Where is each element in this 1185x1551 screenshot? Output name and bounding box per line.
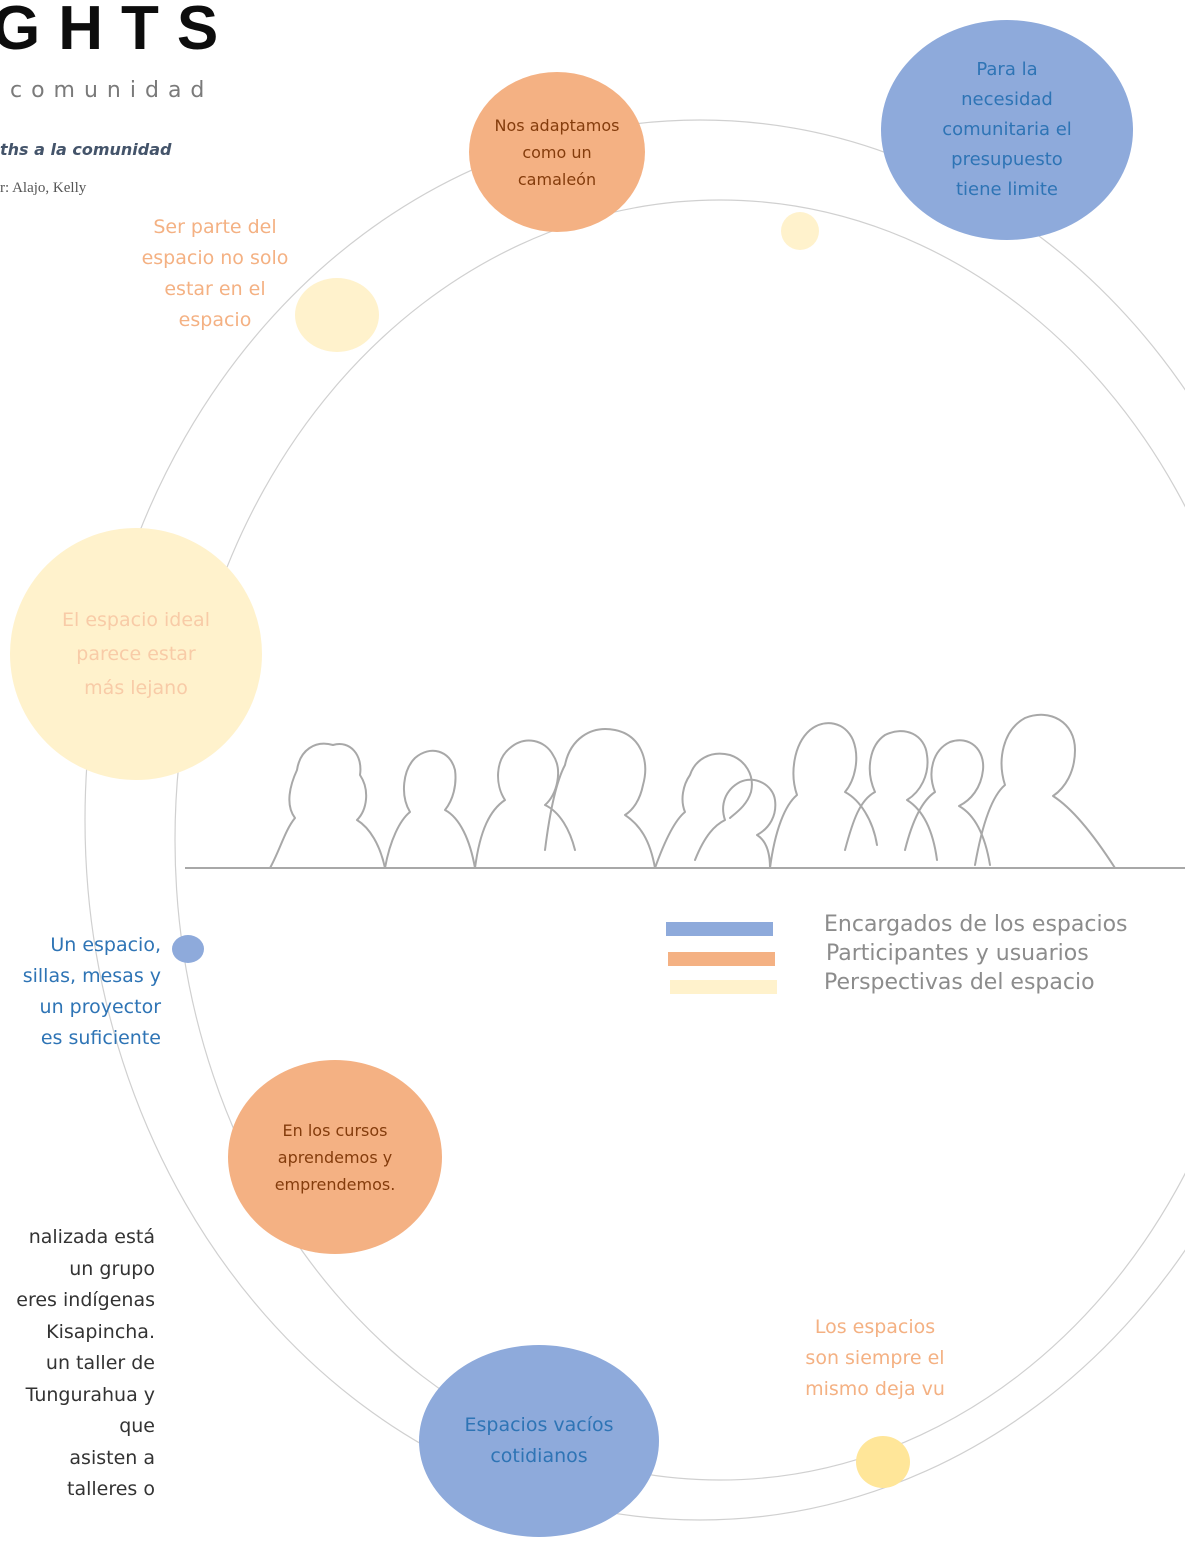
body-paragraph: nalizada está un grupo eres indígenas Ki…: [0, 1222, 155, 1506]
body-line: nalizada está: [28, 1226, 155, 1248]
quote-circle-espacio-ideal: El espacio ideal parece estar más lejano: [10, 528, 262, 780]
page-title: GHTS: [0, 0, 237, 63]
body-line: un grupo: [69, 1257, 155, 1280]
section-subhead: ths a la comunidad: [0, 140, 172, 159]
quote-circle-adaptamos: Nos adaptamos como un camaleón: [469, 72, 645, 232]
quote-text-adaptamos: Nos adaptamos como un camaleón: [494, 115, 620, 189]
page-subtitle: comunidad: [10, 78, 214, 103]
body-line: un taller de: [45, 1352, 155, 1374]
legend-label-perspectivas: Perspectivas del espacio: [824, 970, 1095, 995]
body-line: Kisapincha.: [46, 1320, 155, 1343]
quote-circle-presupuesto: Para la necesidad comunitaria el presupu…: [881, 20, 1133, 240]
body-line: talleres o: [67, 1478, 155, 1500]
dot-small-top: [781, 212, 819, 250]
quote-text-ser-parte: Ser parte del espacio no solo estar en e…: [141, 216, 289, 331]
legend-swatch-perspectivas: [670, 980, 777, 994]
quote-circle-cursos: En los cursos aprendemos y emprendemos.: [228, 1060, 442, 1254]
legend-label-encargados: Encargados de los espacios: [824, 912, 1128, 937]
quote-text-presupuesto: Para la necesidad comunitaria el presupu…: [942, 59, 1072, 200]
body-line: que: [119, 1415, 155, 1437]
quote-text-espacios-vacios: Espacios vacíos cotidianos: [464, 1414, 614, 1467]
dot-ser-parte: [295, 278, 379, 352]
legend-swatch-participantes: [668, 952, 775, 966]
dot-un-espacio: [172, 935, 204, 963]
quote-text-un-espacio: Un espacio, sillas, mesas y un proyector…: [22, 934, 161, 1049]
body-line: eres indígenas: [16, 1289, 155, 1311]
quote-text-cursos: En los cursos aprendemos y emprendemos.: [274, 1120, 396, 1194]
people-line-drawing-icon: [185, 713, 1185, 869]
quote-text-deja-vu: Los espacios son siempre el mismo deja v…: [805, 1316, 945, 1400]
dot-deja-vu: [856, 1436, 910, 1488]
quote-circle-espacios-vacios: Espacios vacíos cotidianos: [419, 1345, 659, 1537]
legend-swatch-encargados: [666, 922, 773, 936]
body-line: asisten a: [69, 1446, 155, 1469]
author-line: r: Alajo, Kelly: [0, 180, 87, 196]
legend-label-participantes: Participantes y usuarios: [826, 941, 1089, 966]
quote-text-espacio-ideal: El espacio ideal parece estar más lejano: [62, 609, 210, 699]
body-line: Tungurahua y: [25, 1383, 155, 1406]
